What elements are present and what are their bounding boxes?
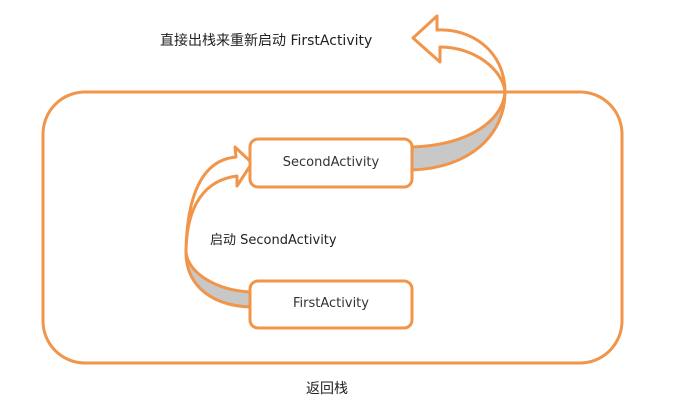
pop-arrow [410, 14, 507, 172]
back-stack-label: 返回栈 [306, 381, 348, 397]
second-activity-box [248, 137, 414, 189]
pop-label: 直接出栈来重新启动 FirstActivity [160, 33, 373, 49]
back-stack-container [41, 90, 624, 365]
start-label: 启动 SecondActivity [210, 233, 337, 248]
first-activity-box [248, 279, 414, 330]
start-arrow [184, 145, 254, 309]
second-activity-label: SecondActivity [282, 155, 380, 170]
first-activity-label: FirstActivity [293, 296, 369, 311]
